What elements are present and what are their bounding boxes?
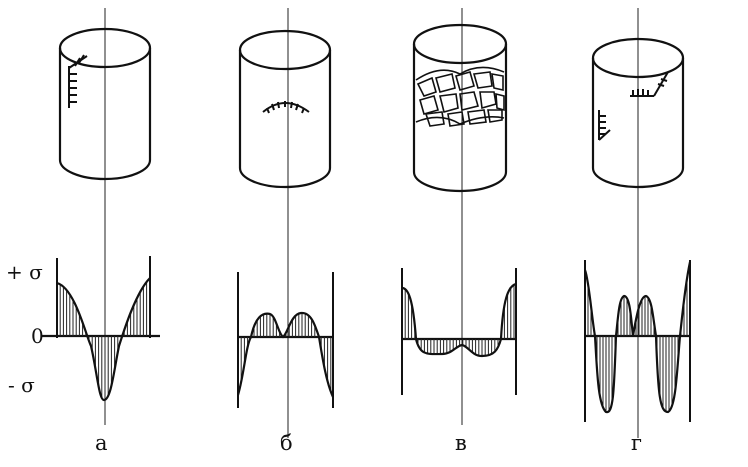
stress-curve-b xyxy=(236,311,334,398)
cylinder-c xyxy=(412,23,508,193)
panel-label-d: г xyxy=(631,431,642,455)
axis-label-minus-sigma: - σ xyxy=(8,373,35,397)
vertical-crack-icon xyxy=(68,54,88,108)
stress-plot-a xyxy=(42,256,160,402)
panel-d: г xyxy=(583,8,692,455)
stress-curve-c xyxy=(401,282,517,358)
stress-plot-c xyxy=(401,268,517,395)
panel-label-a: а xyxy=(95,431,108,455)
arc-crack-icon xyxy=(262,101,310,114)
panel-a: а xyxy=(42,8,160,455)
panel-label-b: б xyxy=(280,431,293,455)
panel-c: в xyxy=(401,8,517,455)
panel-b: б xyxy=(236,8,334,455)
cylinder-b xyxy=(238,29,332,189)
stress-plot-d xyxy=(583,260,692,422)
stress-curve-a xyxy=(56,277,151,402)
stress-curve-d xyxy=(583,261,692,414)
cylinder-a xyxy=(58,27,152,181)
cylinder-d xyxy=(591,37,685,189)
cracked-band-icon xyxy=(415,66,505,127)
panel-label-c: в xyxy=(455,431,467,455)
two-cracks-icon xyxy=(598,71,669,141)
axis-label-zero: 0 xyxy=(31,324,44,348)
stress-plot-b xyxy=(236,272,334,408)
axis-label-plus-sigma: + σ xyxy=(6,260,43,284)
